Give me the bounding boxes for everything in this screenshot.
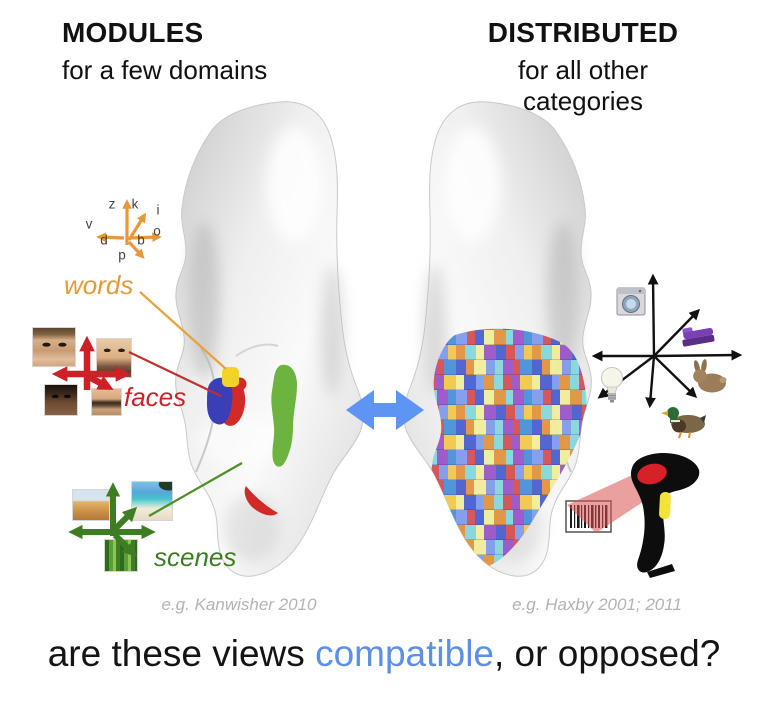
double-headed-arrow [346, 390, 424, 430]
lightbulb-icon [601, 367, 623, 403]
patch-bottom-red [244, 486, 278, 516]
washing-machine-icon [616, 287, 646, 316]
scanner-window [637, 463, 667, 485]
scenes-connector-line [148, 462, 243, 517]
duck-icon [661, 407, 706, 439]
patch-scenes-green [271, 364, 297, 467]
patch-words-yellow [222, 367, 239, 387]
stapler-icon [682, 327, 715, 347]
barcode-scanner-icon [565, 453, 700, 578]
word-axes-diagram [96, 199, 162, 259]
face-arrows [51, 335, 132, 390]
scene-arrows [68, 482, 156, 558]
scanner-foot [647, 564, 675, 578]
scanner-button [659, 491, 671, 520]
face-photo-1 [32, 327, 76, 367]
face-photo-3 [44, 384, 78, 416]
distributed-mosaic-overlay [431, 328, 587, 569]
words-connector-line [139, 291, 227, 370]
object-space-axes [591, 273, 743, 409]
brain-left [176, 102, 364, 576]
scene-photo-desert [72, 489, 110, 521]
rabbit-icon [693, 359, 727, 393]
faces-connector-line [128, 351, 222, 397]
patch-faces-blue [207, 377, 233, 425]
brain-right [404, 102, 592, 576]
